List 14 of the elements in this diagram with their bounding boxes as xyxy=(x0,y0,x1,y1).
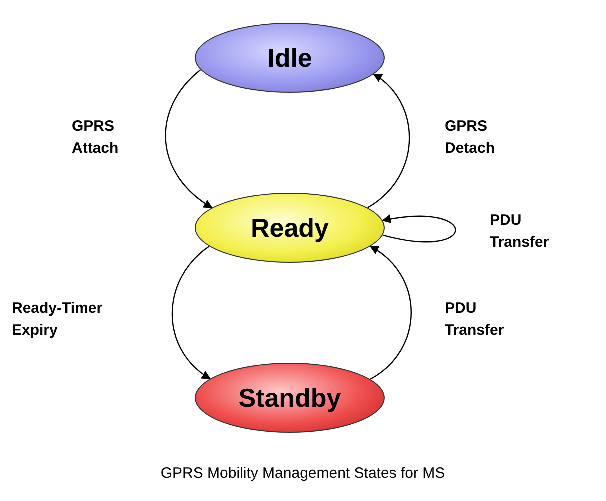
curved-arrow xyxy=(165,70,213,208)
curved-arrow xyxy=(370,246,412,380)
edge-label: GPRS Attach xyxy=(72,117,120,159)
state-name: Ready xyxy=(250,212,330,244)
curved-arrow xyxy=(367,74,410,208)
edge-label: PDU Transfer xyxy=(445,299,506,341)
state-name: Idle xyxy=(268,42,312,74)
state-name: Standby xyxy=(238,382,342,414)
edge-label: GPRS Detach xyxy=(445,117,496,159)
edge-label: Ready-Timer Expiry xyxy=(12,299,104,341)
curved-arrow xyxy=(382,215,456,243)
edge-label: PDU Transfer xyxy=(490,211,550,253)
curved-arrow xyxy=(172,246,212,380)
caption: GPRS Mobility Management States for MS xyxy=(160,464,446,484)
